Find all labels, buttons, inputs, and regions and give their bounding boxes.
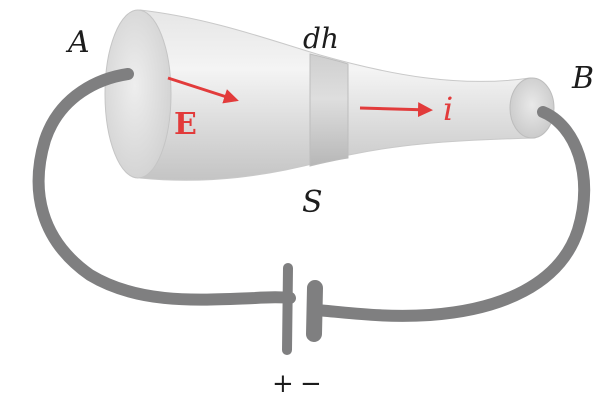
label-e: E <box>174 107 197 142</box>
field-arrow <box>167 76 239 104</box>
wire-right <box>309 106 591 322</box>
wire-left <box>32 68 296 306</box>
label-a: A <box>65 25 90 60</box>
conductor <box>104 9 555 181</box>
battery-plate-negative <box>306 280 323 342</box>
label-plus: + <box>272 369 294 399</box>
element-dh-band <box>309 53 349 167</box>
label-s: S <box>302 185 323 220</box>
label-i: i <box>443 90 453 128</box>
label-minus: − <box>300 369 322 399</box>
end-cap-a <box>104 9 172 179</box>
current-arrow <box>359 102 433 118</box>
end-cap-b <box>509 77 555 139</box>
label-dh: dh <box>303 22 339 55</box>
label-b: B <box>571 61 594 96</box>
battery-plate-positive <box>282 263 293 355</box>
